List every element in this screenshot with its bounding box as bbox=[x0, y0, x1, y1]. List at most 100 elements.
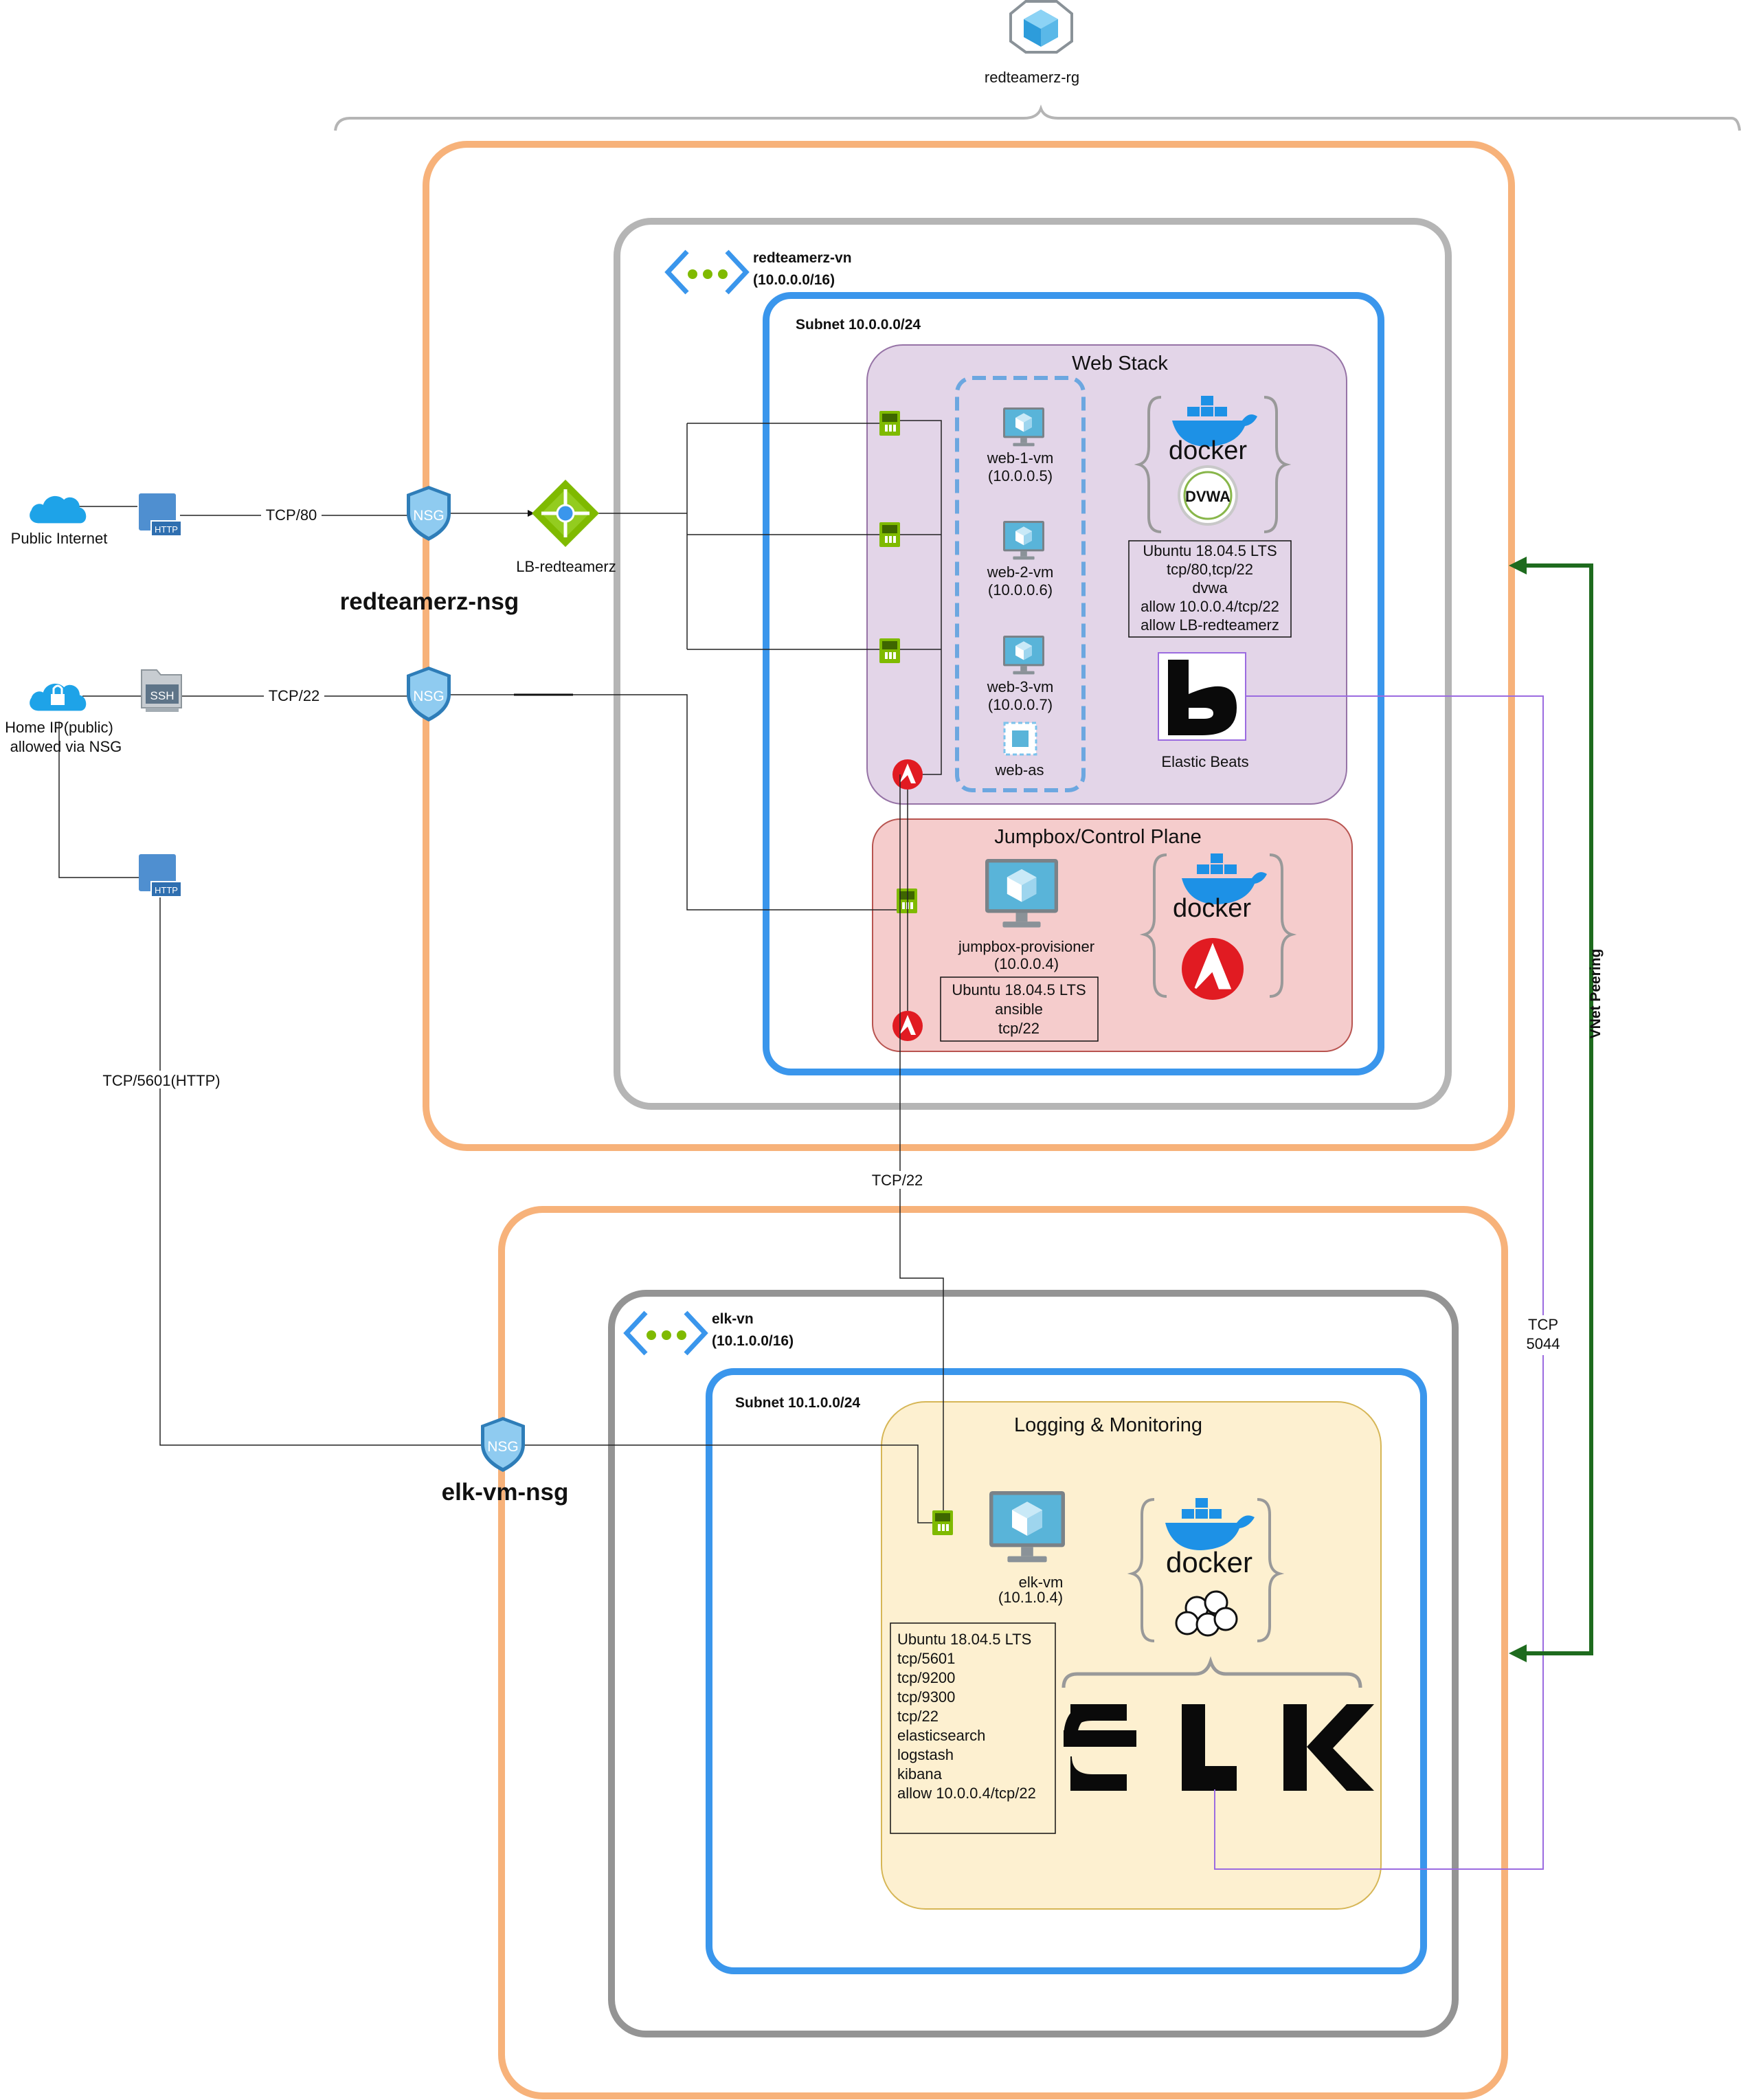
red-resource-region bbox=[423, 141, 1515, 1151]
logging-note-line-4: tcp/9300 bbox=[897, 1688, 955, 1706]
web-1-vm-ip: (10.0.0.5) bbox=[988, 467, 1053, 484]
label-bg bbox=[1521, 1315, 1565, 1355]
red-vnet-cidr: (10.0.0.0/16) bbox=[753, 272, 835, 288]
web-note-line-5: allow LB-redteamerz bbox=[1141, 616, 1279, 634]
load-balancer-label: LB-redteamerz bbox=[516, 558, 616, 575]
red-subnet-label: Subnet 10.0.0.0/24 bbox=[796, 317, 921, 333]
tcp22-ansible-label: TCP/22 bbox=[872, 1172, 923, 1189]
ansible-badge-icon bbox=[892, 1011, 923, 1041]
logging-note-line-9: allow 10.0.0.4/tcp/22 bbox=[897, 1785, 1036, 1802]
cloud-icon bbox=[30, 495, 87, 524]
web-note-line-2: tcp/80,tcp/22 bbox=[1167, 561, 1253, 578]
jumpbox-note-line-3: tcp/22 bbox=[998, 1020, 1040, 1037]
elk-vnet-name: elk-vn bbox=[712, 1311, 754, 1327]
web-note-line-1: Ubuntu 18.04.5 LTS bbox=[1143, 542, 1277, 559]
web-note-line-4: allow 10.0.0.4/tcp/22 bbox=[1141, 598, 1279, 615]
web-3-vm-ip: (10.0.0.7) bbox=[988, 696, 1053, 713]
logging-note-line-7: logstash bbox=[897, 1746, 954, 1763]
vnet-peering-label: VNet Peering bbox=[1588, 949, 1604, 1039]
elk-vm-ip: (10.1.0.4) bbox=[998, 1589, 1063, 1606]
jumpbox-notes-box bbox=[940, 976, 1099, 1042]
home-ip-label-line2: allowed via NSG bbox=[10, 738, 122, 755]
availability-set-label: web-as bbox=[995, 761, 1044, 779]
label-bg bbox=[261, 506, 322, 524]
web-2-vm-name: web-2-vm bbox=[987, 563, 1054, 581]
web-2-nic-icon bbox=[879, 522, 900, 547]
load-balancer-icon bbox=[532, 480, 599, 547]
elk-subnet-box bbox=[706, 1368, 1427, 1974]
tcp5044-label-line1: TCP bbox=[1528, 1316, 1558, 1333]
elastic-beats-icon bbox=[1168, 660, 1237, 735]
tcp80-label: TCP/80 bbox=[266, 506, 317, 524]
http-badge-label: HTTP bbox=[155, 885, 178, 895]
red-vnet-name: redteamerz-vn bbox=[753, 250, 852, 266]
elk-resource-region bbox=[498, 1206, 1508, 2099]
home-ip-label-line1: Home IP(public) bbox=[5, 719, 113, 736]
elk-vnet-cidr: (10.1.0.0/16) bbox=[712, 1333, 794, 1349]
cluster-icon bbox=[1175, 1590, 1238, 1637]
elk-vnet-box bbox=[608, 1290, 1459, 2037]
logging-note-line-2: tcp/5601 bbox=[897, 1650, 955, 1667]
web-1-vm-name: web-1-vm bbox=[987, 449, 1054, 467]
jumpbox-software-brace bbox=[1139, 853, 1297, 998]
beats-to-logstash-line bbox=[1214, 695, 1544, 1870]
label-bg bbox=[867, 1171, 928, 1189]
ansible-icon bbox=[1182, 938, 1244, 1000]
availability-set-boundary bbox=[955, 376, 1086, 792]
elk-nic-icon bbox=[932, 1510, 953, 1535]
red-subnet-box bbox=[763, 292, 1384, 1075]
http-icon bbox=[139, 854, 182, 897]
jumpbox-docker-label: docker bbox=[1173, 894, 1251, 923]
logging-note-line-6: elasticsearch bbox=[897, 1727, 985, 1744]
web-docker-label: docker bbox=[1169, 436, 1247, 465]
web-1-nic-icon bbox=[879, 411, 900, 436]
logging-note-line-1: Ubuntu 18.04.5 LTS bbox=[897, 1631, 1031, 1648]
elk-subnet-label: Subnet 10.1.0.0/24 bbox=[735, 1395, 860, 1411]
logging-notes-box bbox=[890, 1622, 1056, 1834]
logging-title: Logging & Monitoring bbox=[1014, 1414, 1202, 1436]
tcp5601-label: TCP/5601(HTTP) bbox=[102, 1072, 220, 1089]
vnet-icon bbox=[664, 249, 750, 295]
cloud-lock-icon bbox=[30, 683, 87, 711]
elk-docker-label: docker bbox=[1166, 1546, 1253, 1578]
public-internet-label: Public Internet bbox=[11, 530, 108, 547]
availability-set-icon bbox=[1003, 722, 1037, 756]
elk-software-brace bbox=[1127, 1498, 1285, 1642]
nsg-badge: NSG bbox=[413, 689, 445, 704]
dvwa-label: DVWA bbox=[1185, 488, 1231, 505]
web-2-vm-ip: (10.0.0.6) bbox=[988, 581, 1053, 599]
nsg-badge: NSG bbox=[413, 508, 445, 524]
elk-logo-icon bbox=[1064, 1704, 1374, 1791]
vnet-peering-connector bbox=[1509, 557, 1593, 1662]
jumpbox-note-line-1: Ubuntu 18.04.5 LTS bbox=[952, 981, 1086, 998]
elk-stack-brace bbox=[1062, 1656, 1362, 1688]
red-vnet-box bbox=[614, 218, 1452, 1110]
web-stack-title: Web Stack bbox=[1072, 353, 1168, 375]
elastic-beats-label: Elastic Beats bbox=[1161, 753, 1248, 770]
ssh-badge-label: SSH bbox=[150, 689, 175, 702]
resource-group-label: redteamerz-rg bbox=[985, 69, 1079, 86]
jumpbox-note-line-2: ansible bbox=[995, 1001, 1043, 1018]
label-bg bbox=[264, 686, 324, 704]
docker-whale-icon bbox=[1172, 396, 1257, 447]
elk-vm-name: elk-vm bbox=[1019, 1574, 1064, 1591]
docker-whale-icon bbox=[1165, 1498, 1255, 1550]
web-note-line-3: dvwa bbox=[1192, 579, 1228, 596]
jumpbox-title: Jumpbox/Control Plane bbox=[994, 826, 1201, 848]
tcp22-label: TCP/22 bbox=[269, 687, 320, 704]
http-icon bbox=[139, 493, 182, 537]
docker-whale-icon bbox=[1182, 853, 1267, 904]
arrow-head bbox=[528, 510, 535, 517]
web-stack-notes-box bbox=[1128, 540, 1292, 638]
logging-note-line-5: tcp/22 bbox=[897, 1708, 939, 1725]
web-3-vm-name: web-3-vm bbox=[987, 678, 1054, 695]
tcp5044-label-line2: 5044 bbox=[1527, 1335, 1560, 1352]
resource-group-icon bbox=[1009, 0, 1073, 54]
elk-nsg-label: elk-vm-nsg bbox=[442, 1479, 569, 1506]
ssh-icon bbox=[141, 669, 182, 712]
label-bg bbox=[96, 1071, 227, 1088]
red-nsg-label: redteamerz-nsg bbox=[340, 588, 519, 615]
web-software-brace bbox=[1134, 396, 1292, 533]
logging-note-line-3: tcp/9200 bbox=[897, 1669, 955, 1686]
vnet-icon bbox=[623, 1310, 708, 1356]
